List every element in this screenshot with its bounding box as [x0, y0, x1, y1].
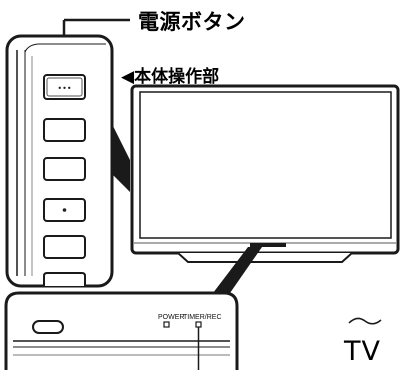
- tv-tilde-decoration: [348, 317, 382, 325]
- side-button-5[interactable]: [43, 272, 86, 286]
- side-button-1[interactable]: [43, 118, 86, 142]
- tv-stand: [177, 252, 353, 263]
- control-panel-label: ◀本体操作部: [121, 67, 220, 87]
- power-led: [163, 321, 170, 328]
- power-button-dots-icon: •••: [57, 84, 71, 93]
- timer-rec-led: [195, 321, 202, 328]
- bottom-connector-wedge: [213, 247, 262, 293]
- front-indicator-panel: [4, 291, 239, 370]
- tv-screen: [139, 91, 392, 239]
- power-led-label: POWER: [158, 314, 185, 321]
- panel-connector-wedge: [113, 126, 130, 192]
- side-button-center[interactable]: [43, 198, 86, 222]
- center-dot-icon: [62, 208, 67, 212]
- remote-sensor: [32, 320, 64, 334]
- power-button[interactable]: •••: [43, 74, 86, 100]
- side-button-2[interactable]: [43, 157, 86, 181]
- tv-label: TV: [344, 336, 381, 367]
- side-button-4[interactable]: [43, 235, 86, 259]
- power-button-label: 電源ボタン: [138, 10, 246, 34]
- tv-front-indicator: [250, 243, 286, 247]
- timer-rec-led-label: TIMER/REC: [183, 314, 222, 321]
- tv-set: [130, 84, 400, 263]
